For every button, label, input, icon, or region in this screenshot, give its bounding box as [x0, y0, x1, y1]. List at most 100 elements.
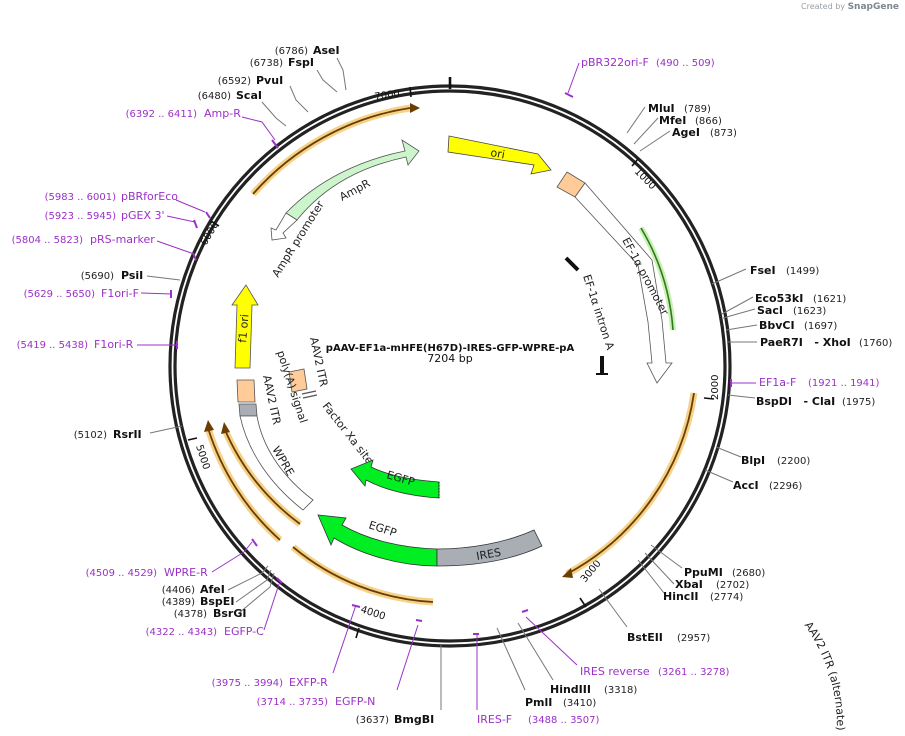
enzyme-blpi[interactable]: BlpI (2200): [715, 446, 810, 467]
svg-text:(4509 .. 4529): (4509 .. 4529): [86, 568, 158, 579]
svg-text:AAV2 ITR: AAV2 ITR: [260, 374, 283, 426]
svg-text:(5804 .. 5823): (5804 .. 5823): [12, 235, 84, 246]
primer-egfp-n[interactable]: (3714 .. 3735) EGFP-N: [257, 619, 423, 708]
svg-text:4000: 4000: [359, 604, 387, 622]
enzyme-mlui[interactable]: MluI (789): [626, 102, 711, 134]
primer-f1ori-r[interactable]: (5419 .. 5438) F1ori-R: [17, 338, 178, 351]
primer-ef1a-f[interactable]: EF1a-F (1921 .. 1941): [730, 376, 880, 389]
svg-text:(866): (866): [695, 116, 722, 127]
primer-pgex-3[interactable]: (5923 .. 5945) pGEX 3': [45, 209, 198, 229]
enzyme-agei[interactable]: AgeI (873): [639, 126, 737, 152]
svg-text:(1621): (1621): [813, 294, 846, 305]
svg-text:WPRE-R: WPRE-R: [164, 566, 208, 579]
primer-egfp-c[interactable]: (4322 .. 4343) EGFP-C: [146, 577, 283, 638]
svg-text:PmlI: PmlI: [525, 696, 552, 709]
tick-5000: 5000: [187, 437, 211, 471]
svg-text:XbaI: XbaI: [675, 578, 703, 591]
svg-text:pBRforEco: pBRforEco: [121, 190, 178, 203]
svg-text:AseI: AseI: [313, 44, 340, 57]
svg-text:(5983 .. 6001): (5983 .. 6001): [45, 192, 117, 203]
enzyme-hindiii[interactable]: HindIII (3318): [517, 622, 637, 696]
svg-text:EF1a-F: EF1a-F: [759, 376, 796, 389]
enzyme-acci[interactable]: AccI (2296): [704, 469, 802, 492]
svg-text:(2957): (2957): [677, 633, 710, 644]
svg-text:(6786): (6786): [275, 46, 308, 57]
enzyme-pmli[interactable]: PmlI (3410): [496, 627, 596, 709]
svg-text:pBR322ori-F: pBR322ori-F: [581, 56, 649, 69]
enzyme-rsrii[interactable]: (5102) RsrII: [74, 425, 183, 441]
primer-f1ori-f[interactable]: (5629 .. 5650) F1ori-F: [24, 287, 173, 300]
primer-ires-f[interactable]: IRES-F (3488 .. 3507): [473, 633, 600, 726]
enzyme-fspi[interactable]: (6738) FspI: [250, 56, 338, 93]
feature-ires: IRES: [436, 529, 543, 567]
feature-ori: ori: [447, 135, 552, 175]
svg-text:(873): (873): [710, 128, 737, 139]
enzyme-asei[interactable]: (6786) AseI: [275, 44, 347, 91]
svg-text:PpuMI: PpuMI: [684, 566, 723, 579]
enzyme-bspdi-clai[interactable]: BspDI - ClaI (1975): [727, 394, 875, 408]
svg-text:SacI: SacI: [757, 304, 783, 317]
svg-text:F1ori-F: F1ori-F: [101, 287, 139, 300]
orf-arc-left-inner: [221, 422, 303, 527]
svg-text:(5690): (5690): [81, 271, 114, 282]
feature-f1-ori: f1 ori: [231, 284, 259, 369]
enzyme-pvui[interactable]: (6592) PvuI: [218, 74, 309, 113]
svg-text:BspDI - ClaI: BspDI - ClaI: [756, 395, 835, 408]
svg-text:(490 .. 509): (490 .. 509): [656, 58, 715, 69]
feature-egfp-outer: EGFP: [317, 514, 438, 567]
svg-text:(4322 .. 4343): (4322 .. 4343): [146, 627, 218, 638]
primer-exfp-r[interactable]: (3975 .. 3994) EXFP-R: [212, 604, 361, 689]
svg-text:(789): (789): [684, 104, 711, 115]
svg-text:EGFP-C: EGFP-C: [224, 625, 264, 638]
enzyme-fsei[interactable]: FseI (1499): [711, 264, 819, 285]
primer-prs-marker[interactable]: (5804 .. 5823) pRS-marker: [12, 233, 197, 261]
svg-text:PaeR7I - XhoI: PaeR7I - XhoI: [760, 336, 851, 349]
enzyme-bbvci[interactable]: BbvCI (1697): [725, 319, 837, 332]
svg-text:AfeI: AfeI: [200, 583, 225, 596]
svg-text:ScaI: ScaI: [236, 89, 262, 102]
svg-text:(4378): (4378): [174, 609, 207, 620]
enzyme-paer7i-xhoi[interactable]: PaeR7I - XhoI (1760): [728, 336, 892, 349]
svg-text:BbvCI: BbvCI: [759, 319, 795, 332]
feature-egfp-inner: EGFP: [350, 459, 440, 499]
orf-arc-lower: [290, 544, 434, 606]
enzyme-mfei[interactable]: MfeI (866): [633, 114, 722, 145]
enzyme-scai[interactable]: (6480) ScaI: [198, 89, 287, 127]
enzyme-xbai[interactable]: XbaI (2702): [644, 552, 749, 591]
feature-wpre: WPRE: [239, 415, 314, 511]
svg-text:EXFP-R: EXFP-R: [289, 676, 328, 689]
primer-wpre-r[interactable]: (4509 .. 4529) WPRE-R: [86, 538, 258, 579]
svg-text:HincII: HincII: [663, 590, 699, 603]
svg-text:(3261 .. 3278): (3261 .. 3278): [658, 667, 730, 678]
enzyme-hincii[interactable]: HincII (2774): [637, 559, 743, 603]
svg-text:(2702): (2702): [716, 580, 749, 591]
enzyme-psii[interactable]: (5690) PsiI: [81, 269, 181, 282]
svg-text:(3488 .. 3507): (3488 .. 3507): [528, 715, 600, 726]
svg-text:F1ori-R: F1ori-R: [94, 338, 134, 351]
svg-text:Eco53kI: Eco53kI: [755, 292, 803, 305]
svg-text:pGEX 3': pGEX 3': [121, 209, 165, 222]
svg-text:f1 ori: f1 ori: [236, 314, 251, 344]
enzyme-bsteii[interactable]: BstEII (2957): [598, 588, 710, 644]
snapgene-brand: Created by SnapGene: [801, 2, 899, 12]
svg-text:BsrGI: BsrGI: [213, 607, 246, 620]
primer-pbrforeco[interactable]: (5983 .. 6001) pBRforEco: [45, 190, 211, 219]
enzyme-ppumi[interactable]: PpuMI (2680): [650, 544, 765, 579]
svg-text:(4406): (4406): [162, 585, 195, 596]
primer-pbr322ori-f[interactable]: pBR322ori-F (490 .. 509): [564, 56, 715, 98]
plasmid-length: 7204 bp: [427, 352, 472, 365]
enzyme-bspei[interactable]: (4389) BspEI: [162, 569, 272, 608]
enzyme-bmgbi[interactable]: (3637) BmgBI: [356, 645, 442, 726]
svg-text:IRES-F: IRES-F: [477, 713, 512, 726]
svg-text:(3637): (3637): [356, 715, 389, 726]
feature-aav2-itr-alternate: AAV2 ITR (alternate): [556, 171, 888, 736]
enzyme-afei[interactable]: (4406) AfeI: [162, 565, 269, 596]
svg-text:ori: ori: [489, 146, 505, 161]
enzyme-bsrgi[interactable]: (4378) BsrGI: [174, 572, 275, 620]
svg-text:(6480): (6480): [198, 91, 231, 102]
enzyme-saci[interactable]: SacI (1623): [722, 304, 826, 319]
svg-text:(6592): (6592): [218, 76, 251, 87]
primer-amp-r[interactable]: (6392 .. 6411) Amp-R: [126, 107, 279, 149]
primer-ires-reverse[interactable]: IRES reverse (3261 .. 3278): [521, 609, 730, 678]
enzyme-eco53ki[interactable]: Eco53kI (1621): [721, 292, 846, 315]
